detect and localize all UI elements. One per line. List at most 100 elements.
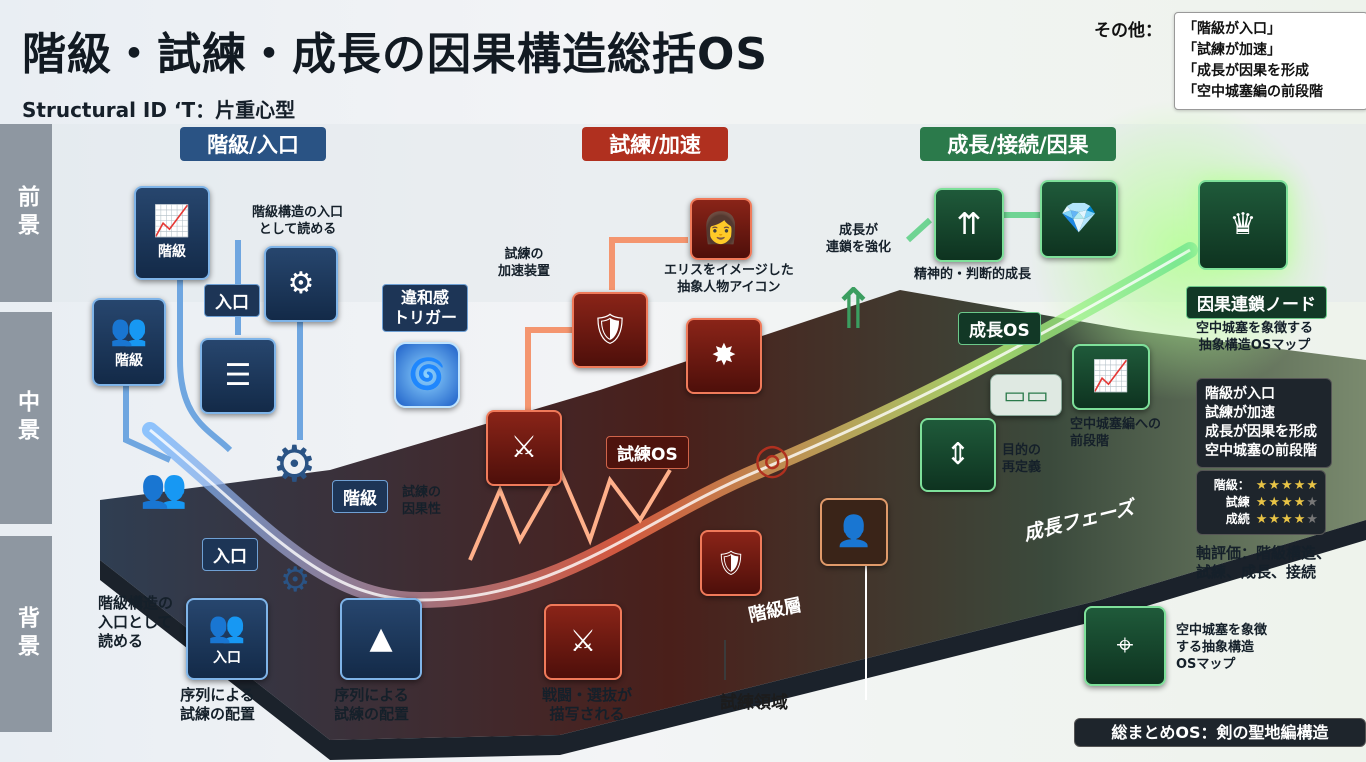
note-trial-causality: 試練の 因果性 [402, 485, 442, 517]
star-icon: ★ [1293, 512, 1307, 527]
star-icon: ★ [1255, 512, 1269, 527]
entrance-icon-card: 👥 入口 [186, 598, 268, 680]
org-hierarchy-icon: 👥 [110, 313, 148, 348]
footer-summary-label: 総まとめOS：剣の聖地編構造 [1074, 718, 1366, 747]
tag-causal-node: 因果連鎖ノード [1186, 286, 1327, 319]
label-trial-area: 試練領域 [720, 693, 788, 713]
band-front: 前景 [0, 124, 52, 302]
star-icon: ★ [1255, 478, 1269, 493]
other-item: 「空中城塞編の前段階 [1183, 84, 1323, 100]
summary-item: 試練が加速 [1205, 405, 1275, 421]
star-icon: ★ [1281, 495, 1294, 510]
battle-figures-icon: ⚔ [569, 624, 597, 659]
crossed-swords-icon-card: ⚔ [486, 410, 562, 486]
gears-icon: ⚙ [280, 560, 311, 600]
section-title-growth: 成長/接続/因果 [920, 127, 1116, 161]
rating-stars: ★★★★★ [1256, 510, 1319, 529]
star-icon: ★ [1255, 495, 1269, 510]
note-mental-growth: 精神的・判断的成長 [914, 267, 1032, 282]
clash-icon-card: ✸ [686, 318, 762, 394]
data-arrows-icon: ⇕ [945, 437, 971, 472]
screens-icon-card: ▭▭ [990, 374, 1062, 416]
summary-panel: 階級が入口 試練が加速 成長が因果を形成 空中城塞の前段階 [1196, 378, 1332, 468]
axis-note: 軸評価：階級構造、 試練、成長、接続 [1196, 544, 1332, 581]
star-icon: ★ [1281, 512, 1294, 527]
rating-label: 成続 [1225, 512, 1250, 526]
rating-stars: ★★★★★ [1256, 476, 1319, 495]
rating-row: 試練★★★★★ [1203, 494, 1319, 511]
shield-sword-icon: 🛡 [590, 312, 630, 347]
castle-map-icon-card: ⌖ [1084, 606, 1166, 686]
rating-row: 成続 ★★★★★ [1203, 511, 1319, 528]
layer-stack-gear-icon: ☰ [224, 358, 252, 393]
flow-arrow-left [123, 380, 172, 463]
star-icon: ★ [1268, 478, 1282, 493]
other-label: その他： [1094, 21, 1162, 41]
star-icon: ★ [1306, 495, 1319, 510]
flow-arrow-trial-up [525, 327, 572, 440]
male-avatar-icon: 👤 [835, 514, 873, 549]
cubes-gear-icon-card: ⚙ [264, 246, 338, 322]
person-icon-card: 👤 [820, 498, 888, 566]
battle-icon-card: ⚔ [544, 604, 622, 680]
note-accelerator: 試練の 加速装置 [498, 247, 551, 279]
castle-map-icon: ⌖ [1116, 628, 1134, 663]
shield-sword-icon-card: 🛡 [572, 292, 648, 368]
rating-stars: ★★★★★ [1256, 493, 1319, 512]
rating-label: 試練 [1225, 495, 1250, 509]
tag-rank: 階級 [332, 480, 388, 513]
rank-top-caption: 階級 [158, 244, 186, 260]
summary-item: 空中城塞の前段階 [1205, 443, 1317, 459]
flow-arrow-growth [905, 212, 1040, 243]
up-arrows-icon: ⇑ [830, 277, 877, 342]
swirl-icon-card: 🌀 [394, 342, 460, 408]
crystal-icon-card: 💎 [1040, 180, 1118, 258]
rank-left-icon-card: 👥 階級 [92, 298, 166, 386]
section-title-hierarchy: 階級/入口 [180, 127, 326, 161]
note-read-entrance-lower: 階級構造の 入口として 読める [98, 594, 174, 650]
entrance-icon-caption: 入口 [213, 650, 241, 666]
note-purpose: 目的の 再定義 [1002, 443, 1042, 475]
rank-left-caption: 階級 [115, 353, 143, 369]
band-middle: 中景 [0, 312, 52, 524]
note-read-entrance: 階級構造の入口 として読める [252, 205, 344, 237]
page-subtitle: Structural ID ‘T：片重心型 [22, 98, 296, 122]
summary-item: 成長が因果を形成 [1205, 424, 1317, 440]
summary-item: 階級が入口 [1205, 386, 1275, 402]
band-back: 背景 [0, 536, 52, 732]
discomfort-trigger-tag: 違和感 トリガー [382, 284, 469, 332]
growth-arrows-icon-card: ⇈ [934, 188, 1004, 262]
eris-icon-card: 👩 [690, 198, 752, 260]
other-item: 「階級が入口」 [1183, 21, 1281, 37]
note-castle-map: 空中城塞を象徴する 抽象構造OSマップ [1196, 321, 1314, 353]
data-screens-icon: ▭▭ [1003, 381, 1049, 409]
gear-icon: ⚙ [272, 435, 317, 493]
pyramid-icon-card: ▲ [340, 598, 422, 680]
crossed-swords-icon: ⚔ [510, 430, 538, 465]
female-avatar-icon: 👩 [702, 211, 740, 246]
swirl-icon: 🌀 [408, 357, 446, 392]
shield-icon-card: 🛡 [700, 530, 762, 596]
note-battle: 戦闘・選抜が 描写される [542, 686, 633, 723]
people-group-icon: 👥 [208, 610, 246, 645]
other-item: 「試練が加速」 [1183, 42, 1281, 58]
section-title-trial: 試練/加速 [582, 127, 728, 161]
tag-entrance-upper: 入口 [204, 284, 260, 317]
castle-emblem-icon: ♛ [1229, 207, 1257, 242]
star-icon: ★ [1281, 478, 1294, 493]
pyramid-icon: ▲ [369, 621, 393, 656]
people-group-icon: 👥 [140, 466, 188, 510]
note-growth-chain: 成長が 連鎖を強化 [826, 223, 892, 255]
note-pre-castle: 空中城塞編への 前段階 [1070, 417, 1162, 449]
star-icon: ★ [1306, 478, 1319, 493]
data-arrows-icon-card: ⇕ [920, 418, 996, 492]
climb-chart-icon-card: 📈 [1072, 344, 1150, 410]
note-order-left: 序列による 試練の配置 [180, 686, 256, 723]
star-icon: ★ [1306, 512, 1319, 527]
flow-arrow-eris [609, 237, 688, 290]
tag-entrance-lower: 入口 [202, 538, 258, 571]
layers-icon-card: ☰ [200, 338, 276, 414]
other-item: 「成長が因果を形成 [1183, 63, 1309, 79]
tag-trial-os: 試練OS [606, 436, 689, 469]
